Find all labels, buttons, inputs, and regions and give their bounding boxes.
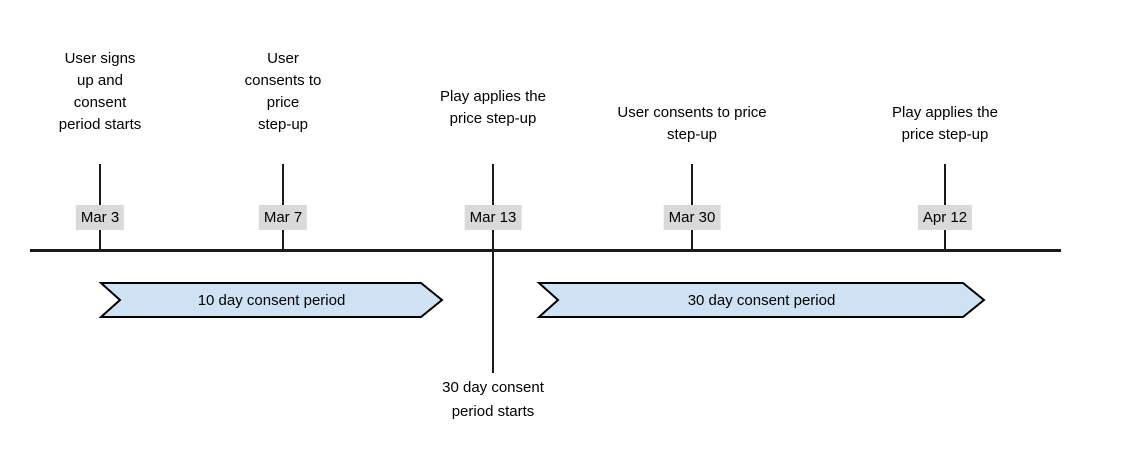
event-date-badge-apr-12: Apr 12 [917,205,973,230]
banner-arrow-shape [536,282,986,318]
event-date-badge-mar-7: Mar 7 [258,205,308,230]
event-date-badge-mar-13: Mar 13 [464,205,522,230]
consent-period-banner-10-day: 10 day consent period [98,282,444,318]
event-description-mar-13: Play applies the price step-up [440,88,546,127]
event-description-mar-7: User consents to price step-up [244,50,322,133]
banner-label-10-day: 10 day consent period [197,291,346,309]
event-tick-mar-13-below [492,250,494,373]
event-description-apr-12: Play applies the price step-up [892,104,998,143]
banner-arrow-shape [98,282,444,318]
consent-period-banner-30-day: 30 day consent period [536,282,986,318]
event-description-mar-30: User consents to price step-up [617,104,767,143]
event-description-mar-3: User signs up and consent period starts [58,50,142,133]
event-date-badge-mar-30: Mar 30 [663,205,721,230]
event-date-badge-mar-3: Mar 3 [75,205,125,230]
note-30-day-consent-period-starts: 30 day consent period starts [442,379,544,420]
banner-label-30-day: 30 day consent period [687,291,836,309]
timeline-axis [30,249,1061,252]
